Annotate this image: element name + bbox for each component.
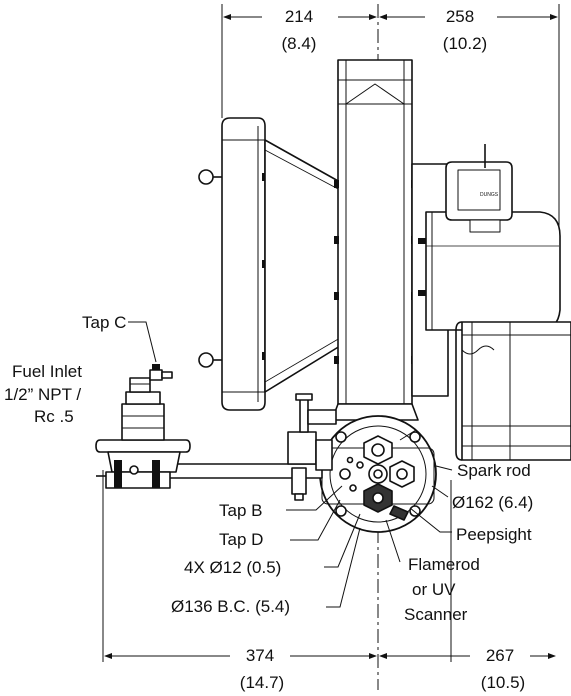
dim-top-left-value: 214 [285,7,313,26]
lifting-eye-upper [198,169,214,185]
transition-cone [264,139,341,393]
bolt-hole-2 [409,431,421,443]
label-bolt-circle: Ø136 B.C. (5.4) [171,597,290,616]
bolt-hole-1 [335,431,347,443]
label-flamerod-2: or UV [412,580,456,599]
bolt-hole-3 [335,505,347,517]
gas-valve [95,364,191,489]
label-spark-rod: Spark rod [457,461,531,480]
label-tap-b: Tap B [219,501,262,520]
mounting-flange [319,415,437,533]
extension-lines [102,4,560,662]
dim-bottom-left-inches: (14.7) [240,673,284,692]
label-tap-c: Tap C [82,313,126,332]
gas-piping [157,393,337,501]
label-peepsight: Peepsight [456,525,532,544]
label-fuel-inlet-2: 1/2” NPT / [4,385,81,404]
dim-top-left-inches: (8.4) [282,34,317,53]
label-fuel-inlet-3: Rc .5 [34,407,74,426]
burner-body: DUNGS [95,59,571,533]
callouts: Tap C Fuel Inlet 1/2” NPT / Rc .5 Spark … [4,313,533,624]
peepsight-port [389,505,409,521]
motor [411,163,561,397]
air-inlet [455,321,571,461]
label-flamerod-3: Scanner [404,605,468,624]
label-tap-d: Tap D [219,530,263,549]
dim-top-right-inches: (10.2) [443,34,487,53]
dimension-texts: 214 (8.4) 258 (10.2) 374 (14.7) 267 (10.… [240,7,525,692]
fan-housing [334,59,416,405]
label-4x-holes: 4X Ø12 (0.5) [184,558,281,577]
lifting-eye-lower [198,352,214,368]
tap-b-port [339,468,351,480]
dim-bottom-right-inches: (10.5) [481,673,525,692]
pressure-switch: DUNGS [445,144,513,233]
motor-badge: DUNGS [480,192,499,198]
dim-bottom-right-value: 267 [486,646,514,665]
leader-lines [128,321,453,608]
housing-plate [198,117,267,411]
label-fuel-inlet-1: Fuel Inlet [12,362,82,381]
dim-top-right-value: 258 [446,7,474,26]
dimension-arrows [104,14,558,659]
dim-bottom-left-value: 374 [246,646,274,665]
label-flamerod-1: Flamerod [408,555,480,574]
label-diameter-162: Ø162 (6.4) [452,493,533,512]
